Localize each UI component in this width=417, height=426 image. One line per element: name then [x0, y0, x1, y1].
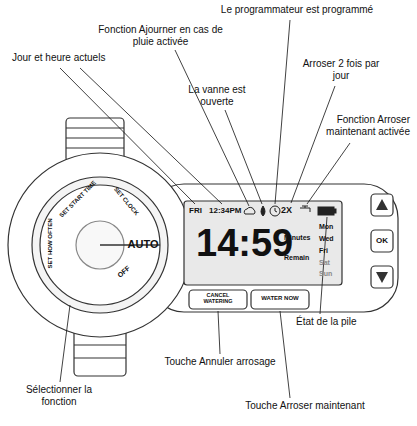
lcd-unit: Remain — [284, 254, 318, 262]
lcd-screen — [184, 201, 342, 285]
battery-icon — [318, 207, 334, 215]
callout-text: Jour et heure actuels — [12, 52, 142, 64]
up-button — [371, 194, 393, 216]
lcd-day: FRI — [189, 206, 209, 215]
water-now-button — [251, 290, 309, 309]
callout-text: État de la pile — [296, 316, 396, 328]
rain-icon — [244, 207, 255, 214]
lcd-frequency: 2X — [281, 205, 297, 215]
valve-icon — [261, 206, 265, 216]
clock-icon — [270, 206, 280, 216]
callout-text: Fonction Arroser maintenant activée — [308, 114, 410, 137]
lcd-unit: Minutes — [284, 234, 318, 242]
lcd-digits: 14:59 — [196, 222, 286, 266]
dial-position: SET HOW OFTEN — [47, 217, 54, 269]
callout-text: Fonction Ajourner en cas de pluie activé… — [98, 24, 223, 47]
callout-text: Sélectionner la fonction — [14, 384, 104, 407]
dial-position: AUTO — [126, 238, 160, 251]
valve-body — [8, 153, 192, 337]
lcd-weekday: Wed — [319, 235, 341, 243]
callout-text: Touche Annuler arrosage — [140, 356, 300, 368]
down-button — [371, 266, 393, 288]
callout-text: La vanne est ouverte — [180, 84, 254, 107]
callout-text: Le programmateur est programmé — [212, 4, 382, 16]
callout-text: Touche Arroser maintenant — [220, 400, 390, 412]
callout-text: Arroser 2 fois par jour — [298, 58, 384, 81]
lcd-time: 12:34PM — [209, 206, 245, 215]
tap-icon — [300, 206, 310, 212]
function-dial — [32, 177, 168, 313]
lcd-weekday: Sat — [319, 259, 341, 267]
lcd-weekday: Mon — [319, 223, 341, 231]
ok-button — [371, 230, 393, 252]
button-text: OK — [371, 236, 393, 245]
lcd-weekday: Sun — [319, 270, 341, 278]
lcd-weekday: Fri — [319, 247, 341, 255]
button-text: WATER NOW — [255, 295, 305, 302]
cancel-button — [189, 290, 247, 309]
control-panel — [150, 184, 398, 312]
button-text: CANCEL WATERING — [193, 292, 243, 305]
